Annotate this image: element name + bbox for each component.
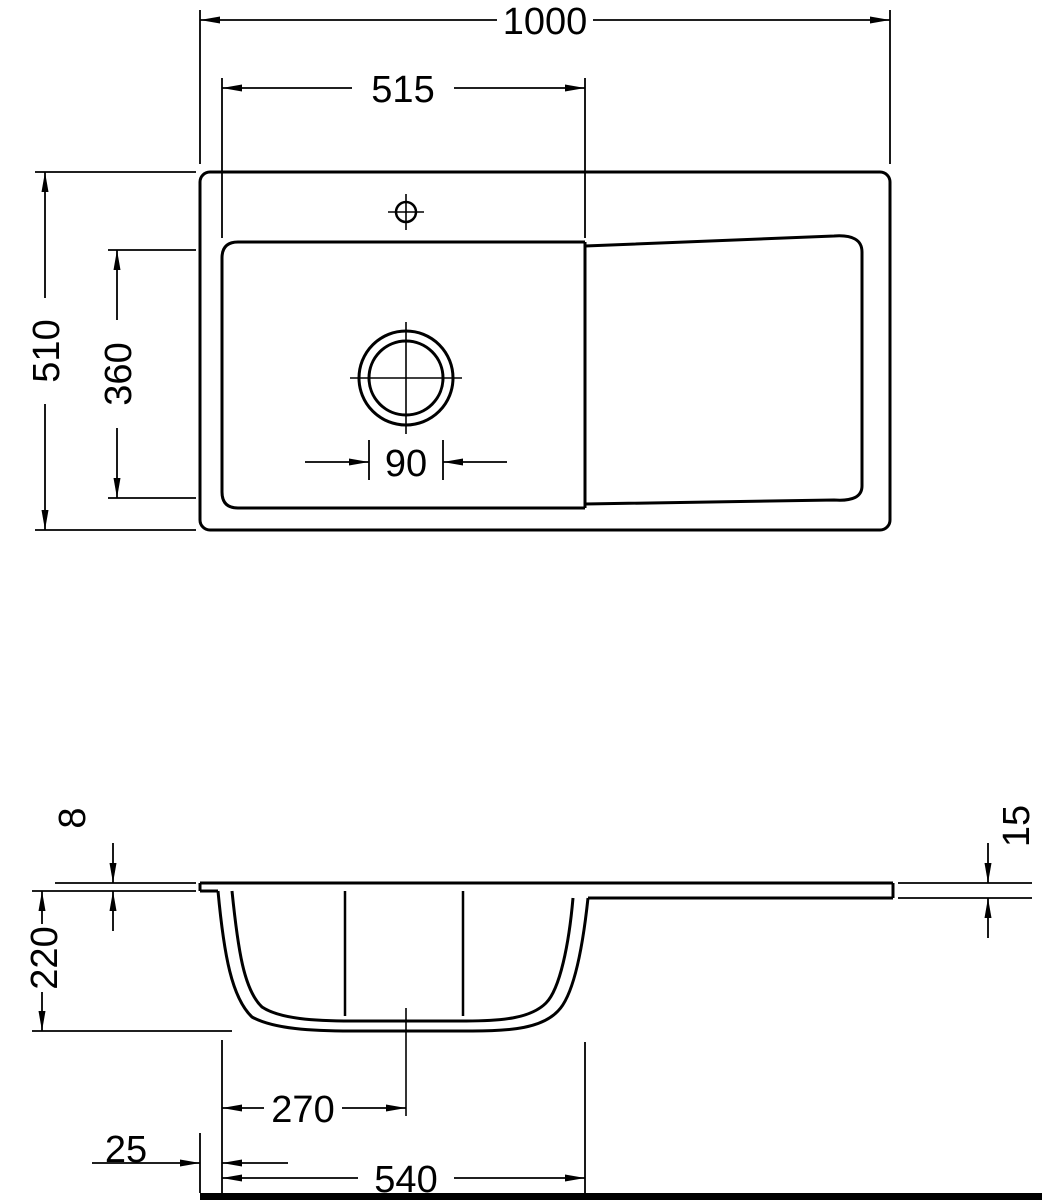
top-view: 1000 515 510 360 (26, 1, 892, 532)
dim-overall-depth-label: 510 (26, 319, 68, 382)
dim-drain-offset: 270 (221, 1040, 406, 1193)
sink-outer-outline (198, 170, 892, 532)
dim-overall-width: 1000 (199, 1, 891, 164)
bowl-outer-wall (216, 890, 590, 1033)
dim-rim-thickness-front-label: 8 (52, 807, 94, 828)
dim-edge-offset: 25 (92, 1129, 288, 1193)
dim-drain-offset-label: 270 (271, 1089, 334, 1131)
dim-bowl-depth-section-label: 220 (24, 926, 66, 989)
sheet-border-bottom (200, 1193, 1042, 1200)
dim-bowl-depth-plan: 360 (98, 249, 196, 499)
dim-bowl-depth-section: 220 (24, 891, 232, 1032)
bowl-inner-wall (230, 890, 575, 1023)
dim-bowl-width: 515 (221, 69, 586, 238)
dim-rim-thickness-front: 8 (32, 807, 196, 931)
dim-rim-thickness-back-label: 15 (996, 805, 1038, 847)
dim-edge-offset-label: 25 (105, 1129, 147, 1171)
dim-bowl-depth-plan-label: 360 (98, 342, 140, 405)
side-view: 8 15 220 270 25 (24, 805, 1042, 1200)
dim-bowl-width-label: 515 (371, 69, 434, 111)
dim-drain-diameter: 90 (305, 440, 507, 485)
drainer-outline (584, 234, 864, 506)
dim-overall-width-label: 1000 (503, 1, 588, 43)
dim-drain-diameter-label: 90 (385, 443, 427, 485)
dim-overall-depth: 510 (26, 171, 196, 531)
dim-rim-thickness-back: 15 (898, 805, 1038, 938)
bowl-outline (220, 240, 585, 510)
